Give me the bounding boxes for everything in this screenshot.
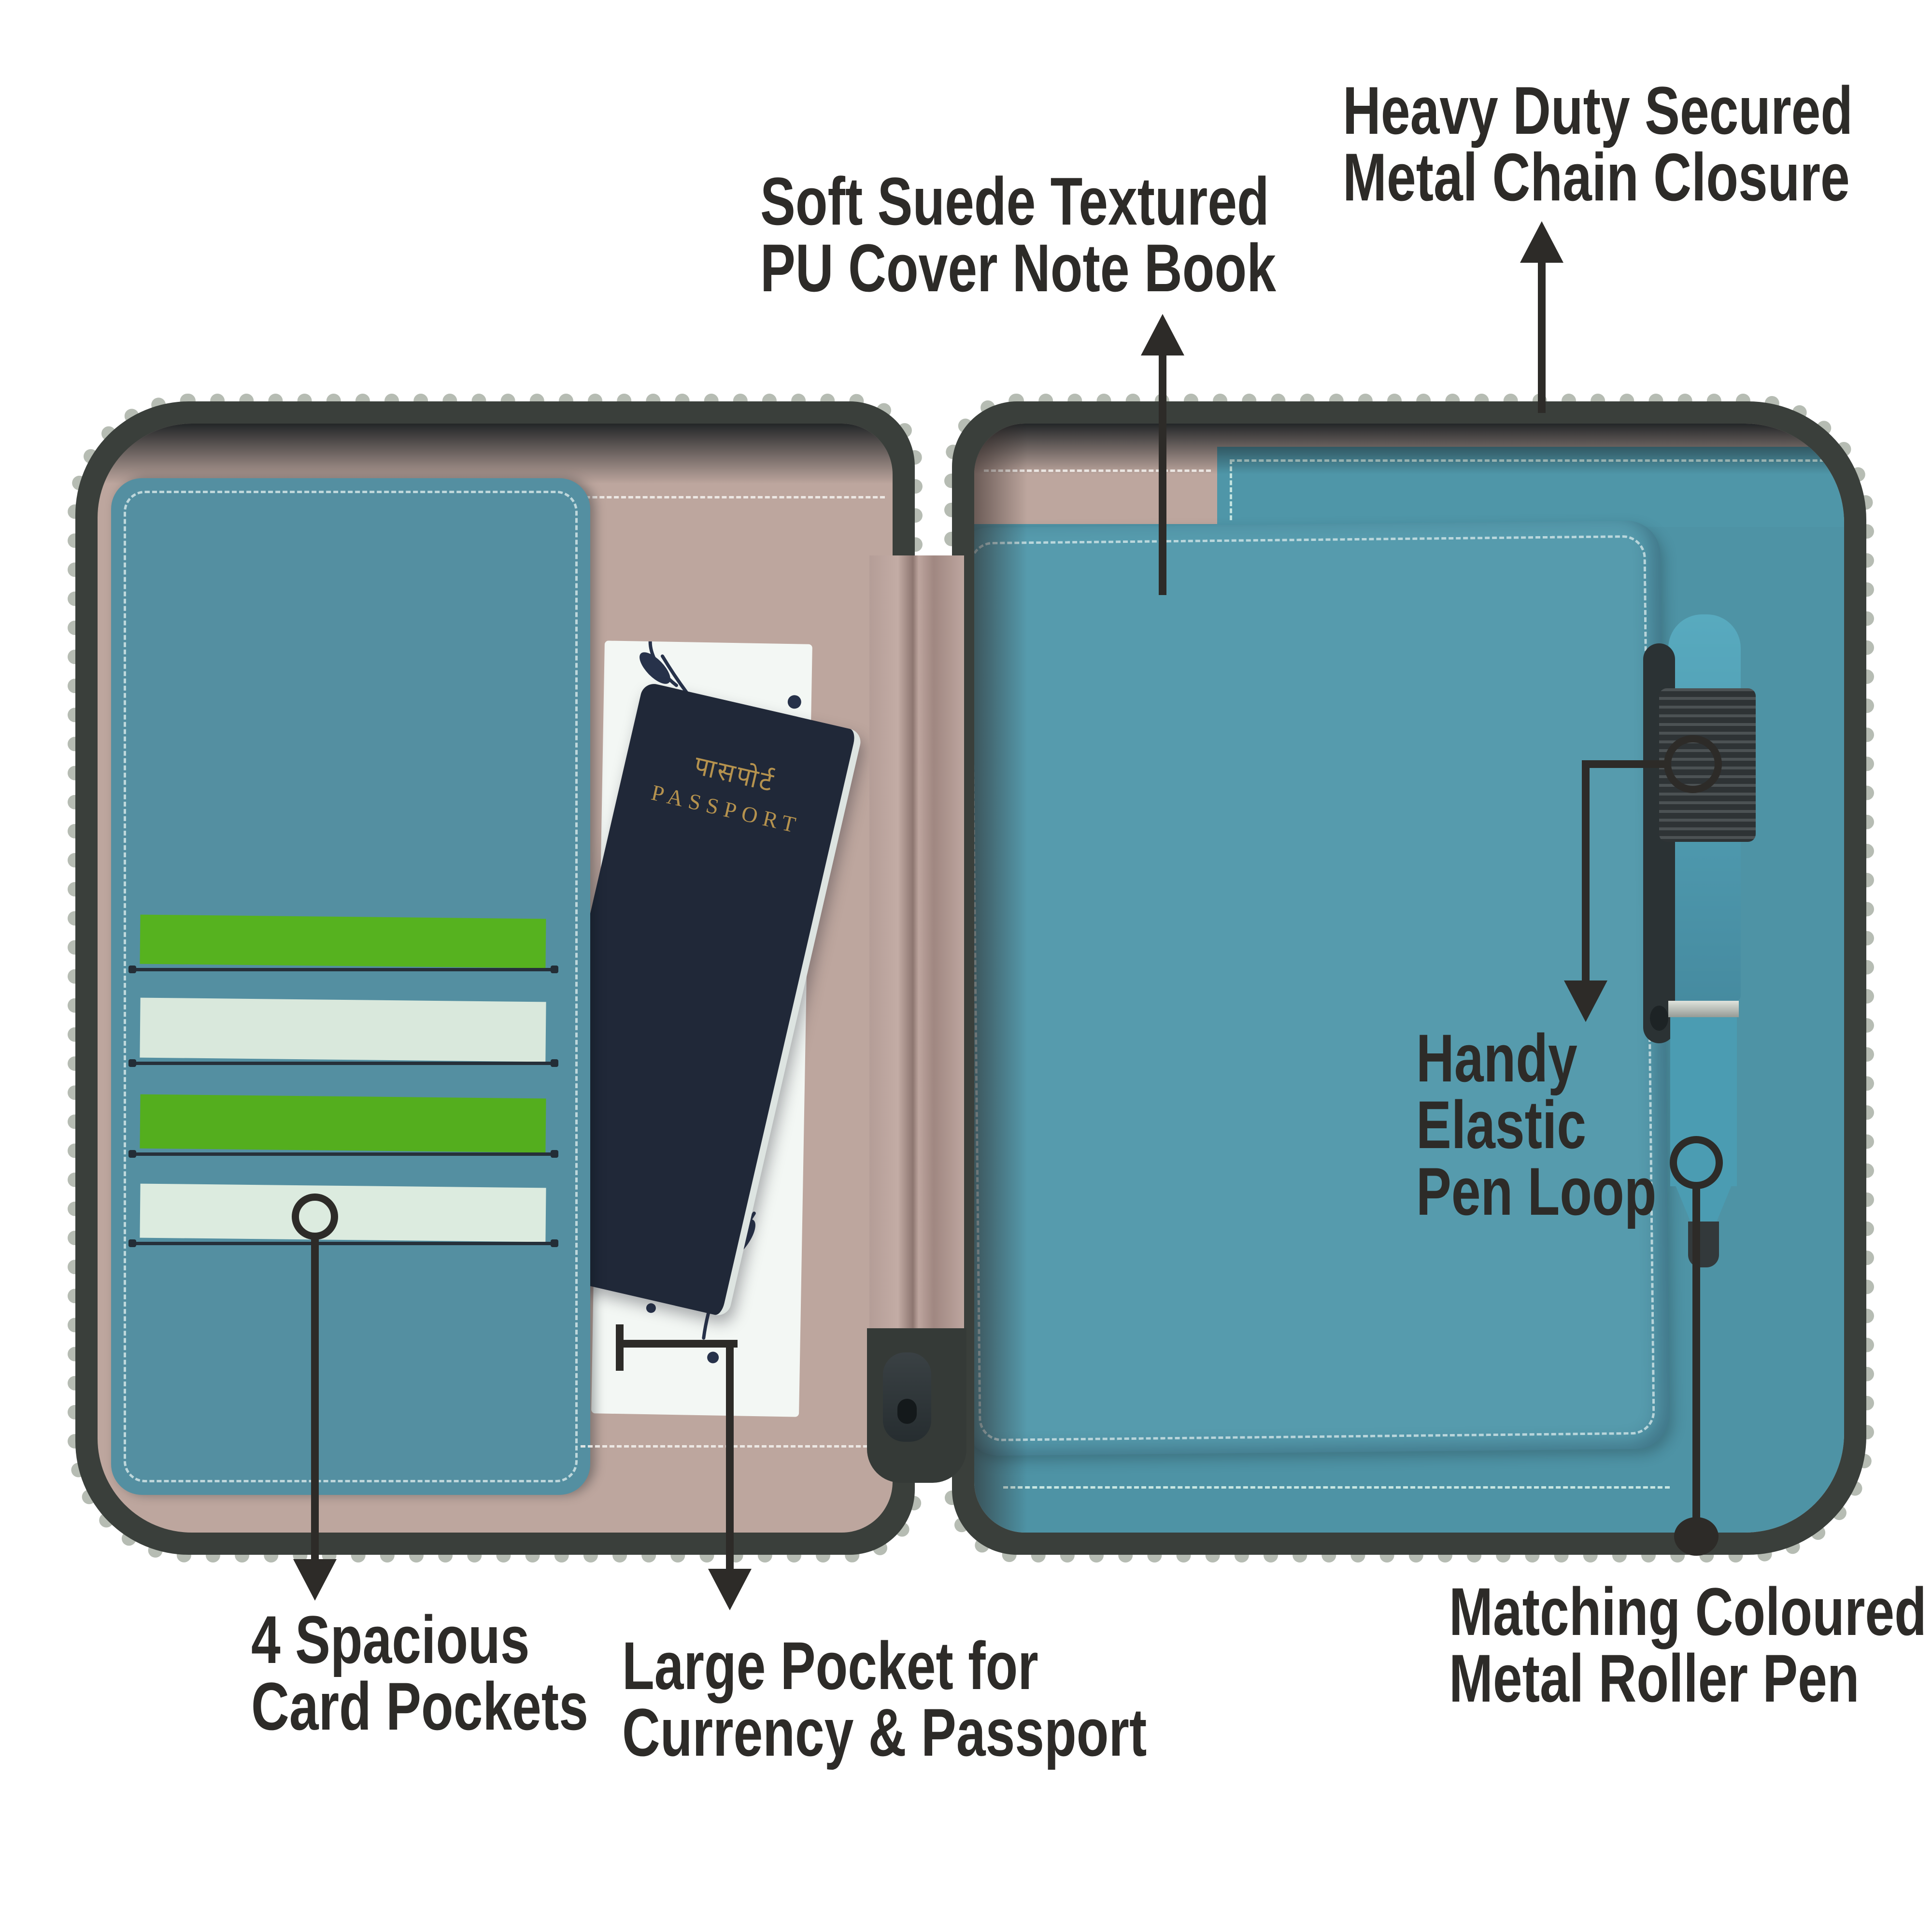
label-line: Elastic — [1416, 1087, 1587, 1163]
right-interior — [974, 424, 1844, 1533]
label-line: Heavy Duty Secured — [1343, 72, 1853, 148]
label-line: Large Pocket for — [622, 1628, 1038, 1704]
circle-marker — [1664, 735, 1722, 793]
pen-clip-hole — [1650, 1006, 1668, 1031]
left-interior-pink-lining: पासपोर्ट PASSPORT — [98, 424, 893, 1533]
organizer-right-half — [944, 394, 1874, 1563]
label-pen-loop: Handy Elastic Pen Loop — [1416, 1020, 1657, 1229]
connector-line — [726, 1340, 734, 1570]
label-line: Card Pockets — [251, 1668, 588, 1744]
connector-line — [1692, 1187, 1700, 1523]
arrow-down-icon — [1564, 980, 1607, 1022]
label-notebook: Soft Suede Textured PU Cover Note Book — [760, 163, 1276, 306]
label-line: Soft Suede Textured — [760, 163, 1269, 239]
card-pocket-flap — [111, 478, 590, 1495]
label-line: PU Cover Note Book — [760, 230, 1276, 306]
arrow-up-icon — [1141, 314, 1184, 355]
label-line: 4 Spacious — [251, 1602, 530, 1677]
label-line: Currency & Passport — [622, 1694, 1147, 1770]
arrow-down-icon — [708, 1569, 752, 1610]
stitch-line — [984, 469, 1211, 472]
connector-line — [1159, 349, 1166, 595]
passport-title: पासपोर्ट PASSPORT — [617, 731, 845, 846]
connector-line — [1589, 760, 1669, 768]
card-mint-2 — [140, 997, 546, 1062]
card-green-1 — [140, 914, 546, 968]
circle-marker — [1670, 1136, 1723, 1189]
zipper-pull — [883, 1352, 931, 1442]
stitch-line — [581, 1445, 890, 1448]
dot-marker — [1674, 1517, 1719, 1556]
arrow-up-icon — [1520, 221, 1563, 263]
stitch-line — [1003, 1486, 1670, 1489]
stitch-line — [556, 496, 885, 498]
label-line: Metal Roller Pen — [1449, 1640, 1860, 1716]
card-slot-1 — [128, 966, 558, 973]
label-line: Matching Coloured — [1449, 1574, 1927, 1649]
label-roller-pen: Matching Coloured Metal Roller Pen — [1449, 1578, 1927, 1712]
spine-shadow — [974, 424, 1027, 1533]
label-line: Metal Chain Closure — [1343, 139, 1850, 215]
card-slot-3 — [128, 1150, 558, 1158]
interior-shadow — [98, 424, 893, 484]
card-green-3 — [140, 1094, 546, 1153]
connector-line — [620, 1340, 738, 1348]
card-slot-2 — [128, 1059, 558, 1067]
arrow-down-icon — [293, 1559, 337, 1601]
label-line: Pen Loop — [1416, 1153, 1657, 1229]
connector-line — [1582, 760, 1590, 983]
connector-line — [311, 1237, 319, 1561]
label-chain-closure: Heavy Duty Secured Metal Chain Closure — [1343, 77, 1853, 211]
card-mint-4 — [140, 1183, 546, 1242]
pen-ring — [1668, 1001, 1739, 1017]
organizer-left-half: पासपोर्ट PASSPORT — [68, 394, 923, 1563]
connector-line — [1538, 256, 1546, 413]
label-line: Handy — [1416, 1020, 1577, 1096]
label-large-pocket: Large Pocket for Currency & Passport — [622, 1628, 1147, 1770]
label-card-pockets: 4 Spacious Card Pockets — [251, 1606, 588, 1740]
tick-marker — [616, 1324, 624, 1371]
interior-shadow — [974, 424, 1844, 474]
circle-marker — [292, 1193, 338, 1240]
card-slot-4 — [128, 1239, 558, 1247]
center-spine — [869, 555, 964, 1334]
